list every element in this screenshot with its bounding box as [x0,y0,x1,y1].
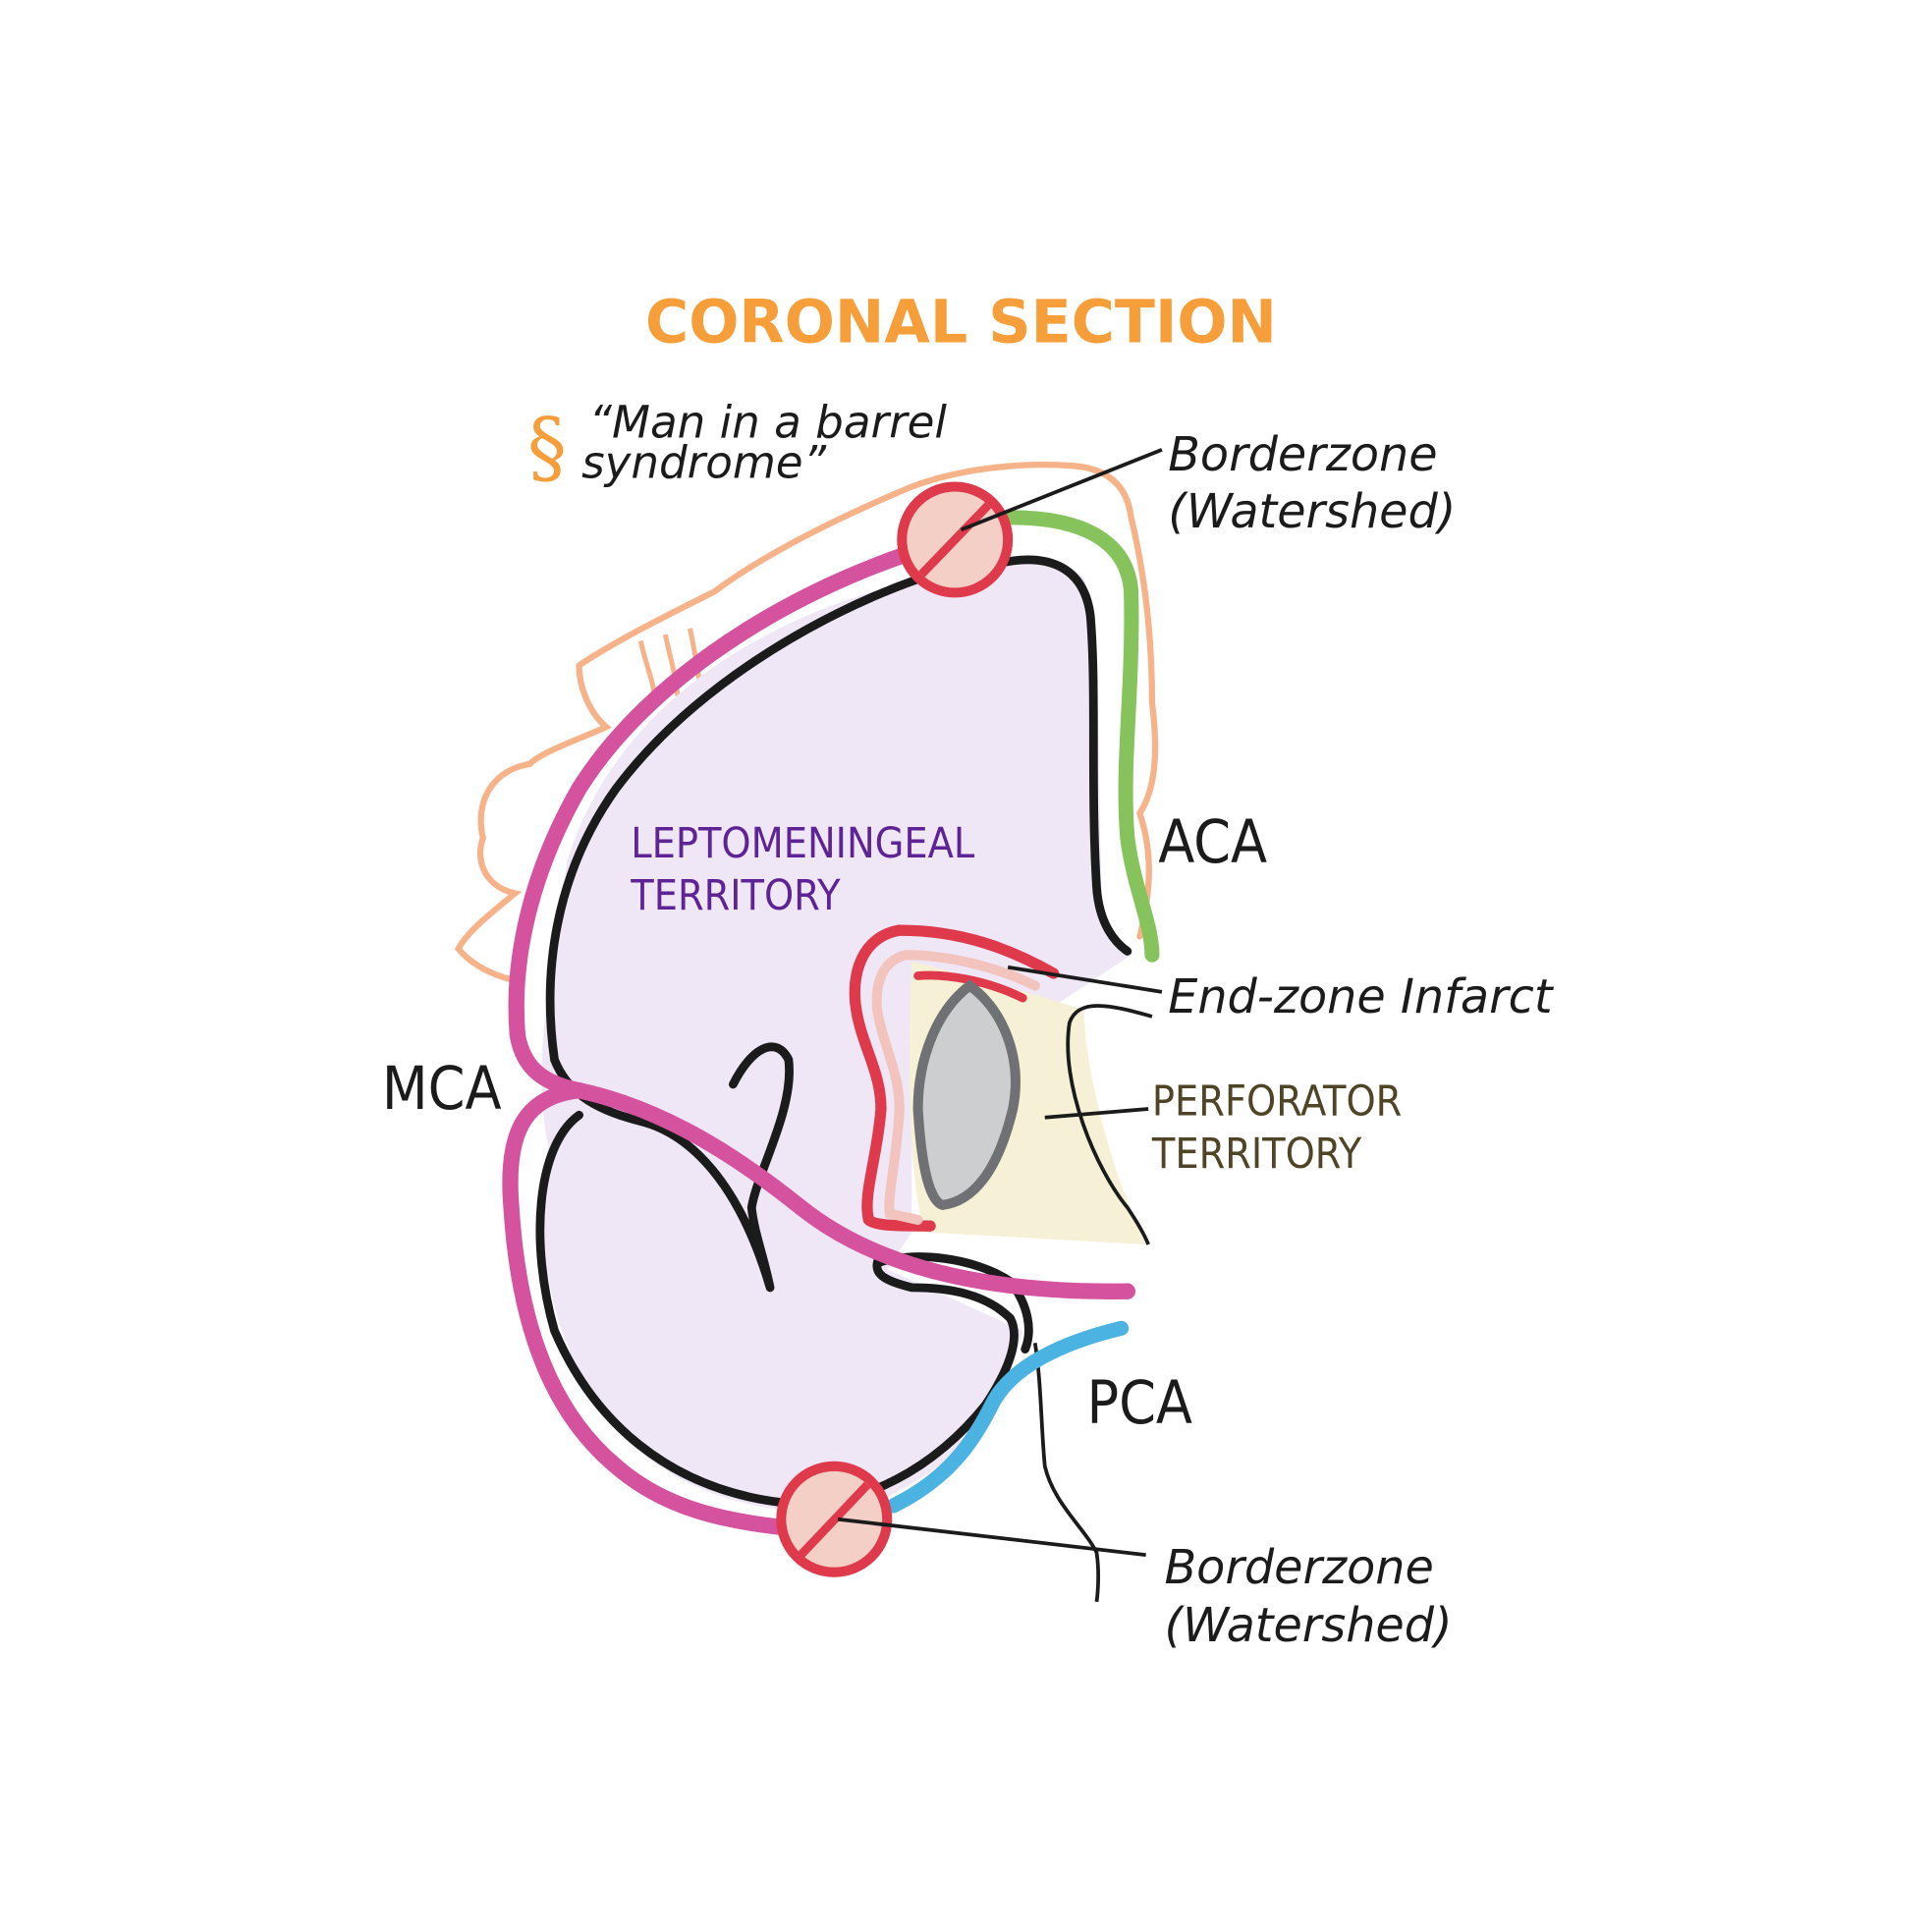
cortex-outline-medial [981,555,1132,956]
borderzone-bottom-label-1: Borderzone [1164,1541,1433,1595]
borderzone-top-label-2: (Watershed) [1168,485,1456,539]
brainstem-outline [1032,1343,1101,1603]
end-zone-infarct-edge [913,970,1027,1003]
leader-borderzone-bottom [837,1517,1146,1558]
leptomeningeal-label-1: LEPTOMENINGEAL [631,819,975,868]
leader-borderzone-top [960,448,1163,532]
borderzone-bottom-label-2: (Watershed) [1164,1599,1452,1653]
end-zone-infarct-inner [871,950,1040,1225]
homunculus-outline [454,462,1159,983]
svg-text:§: § [527,401,567,493]
end-zone-infarct [849,924,1060,1232]
note-line-2: syndrome” [581,437,826,489]
borderzone-top-label-1: Borderzone [1168,428,1437,482]
perforator-label-1: PERFORATOR [1152,1076,1402,1126]
mca-label: MCA [382,1055,502,1124]
aca-label: ACA [1158,808,1267,877]
leader-perforator [1044,1107,1149,1120]
cortex-outline [545,575,922,1293]
midline-outline [1066,1004,1153,1245]
mca-vessel [508,546,1135,1299]
borderzone-marker-bottom [776,1461,893,1577]
basal-ganglia [912,979,1021,1210]
mca-vessel-lower [502,1082,798,1536]
pca-label: PCA [1086,1369,1192,1438]
aca-vessel [1003,510,1160,963]
pca-vessel [885,1320,1130,1514]
pearl-icon: § [527,401,567,493]
leptomeningeal-label-2: TERRITORY [630,871,841,920]
note-line-1: “Man in a barrel [589,396,948,448]
leptomeningeal-territory [541,558,1132,1512]
end-zone-infarct-label: End-zone Infarct [1168,970,1555,1024]
leader-end-zone [1007,965,1163,994]
perforator-label-2: TERRITORY [1151,1130,1362,1179]
borderzone-marker-top [897,481,1014,598]
diagram-title: CORONAL SECTION [645,289,1277,358]
